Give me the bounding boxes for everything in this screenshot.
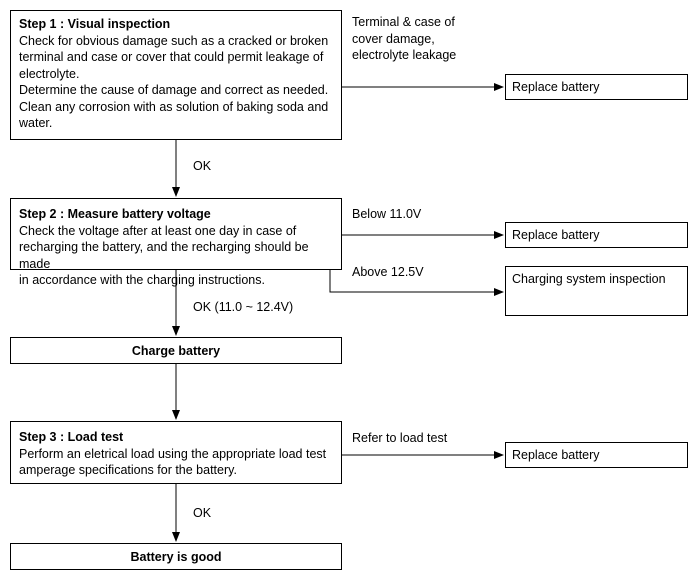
step1-line: electrolyte. (19, 66, 80, 81)
battery-good-box: Battery is good (10, 543, 342, 570)
step2-box: Step 2 : Measure battery voltage Check t… (10, 198, 342, 287)
step2-below-label: Below 11.0V (352, 207, 422, 221)
charge-battery-box: Charge battery (10, 337, 342, 364)
step2-title: Step 2 : Measure battery voltage (19, 207, 211, 221)
step2-above-label: Above 12.5V (352, 265, 424, 279)
step1-branch-label: Terminal & case of cover damage, electro… (352, 15, 457, 62)
step1-line: water. (19, 116, 53, 130)
step2-replace-battery-box: Replace battery (505, 222, 688, 248)
step1-line: Check for obvious damage such as a crack… (19, 33, 329, 48)
step1-replace-battery-box: Replace battery (505, 74, 688, 100)
ok-label-3: OK (193, 506, 212, 520)
step1-box: Step 1 : Visual inspection Check for obv… (10, 10, 342, 140)
step2-line: in accordance with the charging instruct… (19, 273, 265, 287)
step3-line: amperage specifications for the battery. (19, 463, 237, 477)
ok-label-1: OK (193, 159, 212, 173)
arrow-step2-charging-system (329, 270, 504, 296)
step3-box: Step 3 : Load test Perform an eletrical … (10, 421, 342, 484)
step3-title: Step 3 : Load test (19, 430, 124, 444)
ok-label-2: OK (11.0 ~ 12.4V) (193, 300, 294, 314)
step1-line: terminal and case or cover that could pe… (19, 50, 324, 64)
charging-system-inspection-box: Charging system inspection (505, 266, 688, 316)
step1-line: Determine the cause of damage and correc… (19, 83, 329, 97)
step3-branch-label: Refer to load test (352, 431, 448, 445)
step2-line: recharging the battery, and the rechargi… (19, 240, 309, 271)
step2-line: Check the voltage after at least one day… (19, 223, 297, 238)
step3-line: Perform an eletrical load using the appr… (19, 446, 327, 461)
step3-replace-battery-box: Replace battery (505, 442, 688, 468)
step1-title: Step 1 : Visual inspection (19, 17, 171, 31)
step1-line: Clean any corrosion with as solution of … (19, 99, 329, 114)
